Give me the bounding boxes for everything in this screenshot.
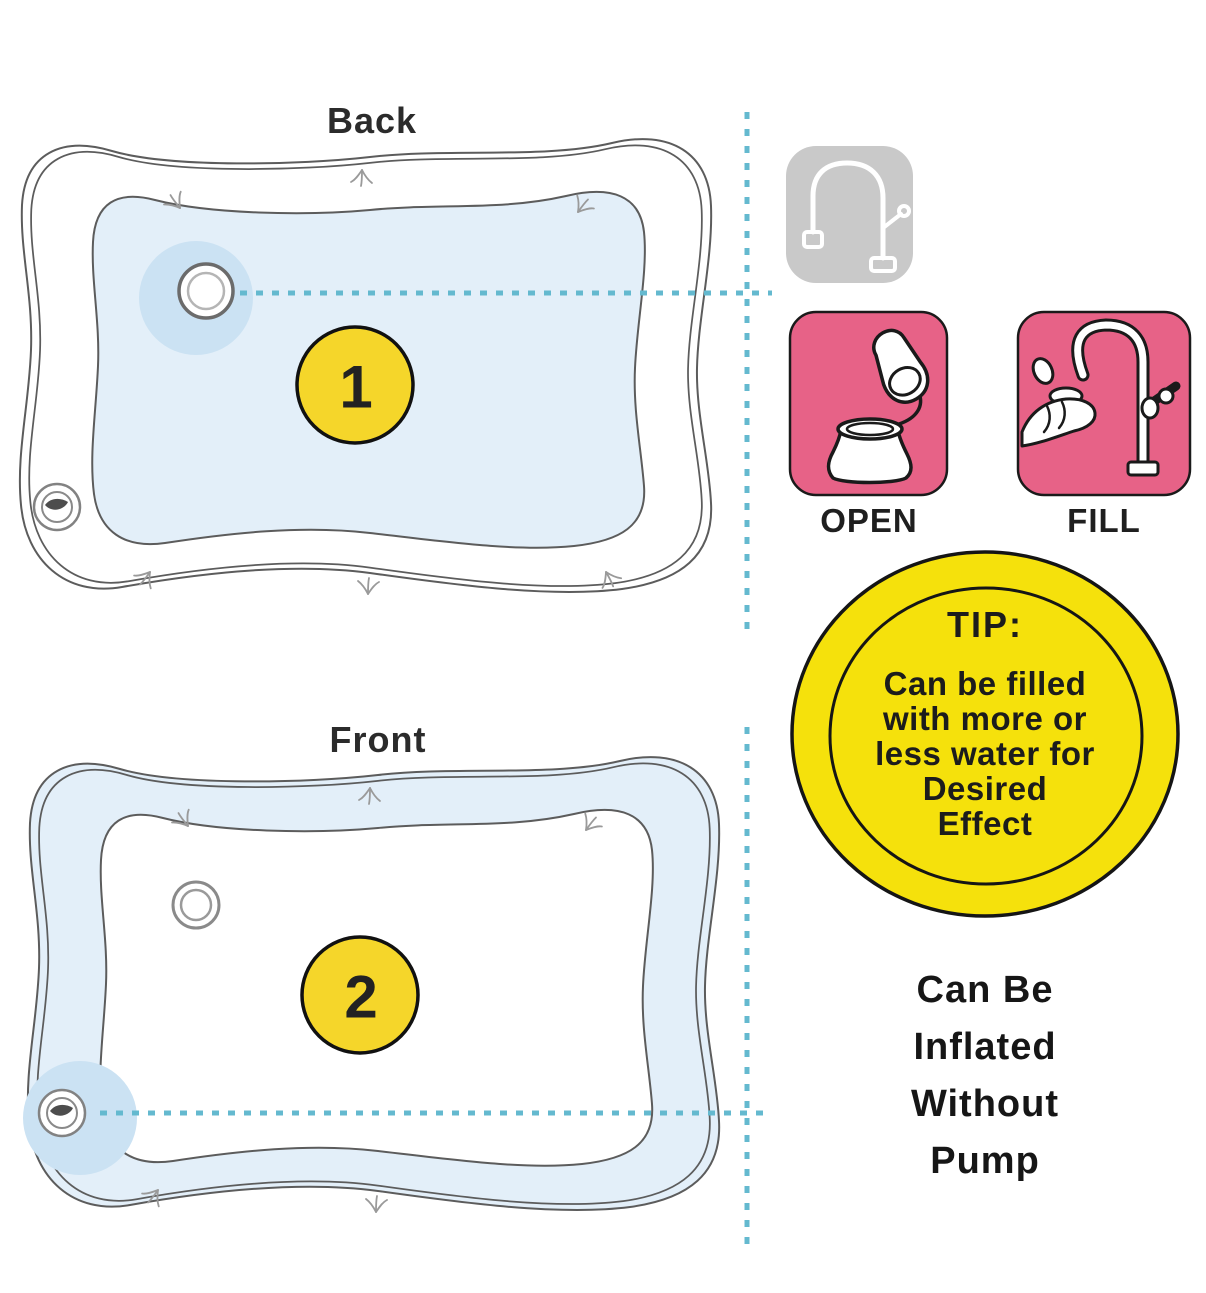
- back-fill-valve: [177, 262, 235, 320]
- front-view-title: Front: [329, 719, 427, 760]
- front-air-valve: [37, 1088, 87, 1138]
- open-label: OPEN: [820, 502, 918, 539]
- back-step-number: 1: [339, 353, 373, 421]
- fill-label: FILL: [1067, 502, 1141, 539]
- step-badge-1: [295, 325, 415, 445]
- tip-line-3: less water for: [875, 735, 1095, 772]
- tip-line-2: with more or: [882, 700, 1088, 737]
- fill-step-card: [1016, 310, 1192, 497]
- inflation-note: Can Be Inflated Without Pump: [875, 962, 1096, 1190]
- note-line-2: Without Pump: [910, 1083, 1060, 1182]
- tip-badge: [790, 550, 1180, 918]
- tip-heading: TIP:: [947, 604, 1023, 645]
- tip-line-1: Can be filled: [883, 665, 1087, 702]
- back-air-valve: [32, 482, 82, 532]
- fill-faucet-icon: [1020, 318, 1181, 477]
- open-valve-icon: [826, 328, 930, 485]
- back-view-title: Back: [326, 100, 418, 141]
- front-fill-valve: [171, 880, 221, 930]
- tip-text: TIP: Can be filled with more or less wat…: [875, 604, 1096, 841]
- tip-line-4: Desired Effect: [922, 770, 1048, 842]
- faucet-icon: [786, 146, 913, 283]
- step-badge-2: [300, 935, 420, 1055]
- front-step-number: 2: [344, 963, 378, 1031]
- note-line-1: Can Be Inflated: [913, 969, 1057, 1068]
- open-step-card: [788, 310, 949, 497]
